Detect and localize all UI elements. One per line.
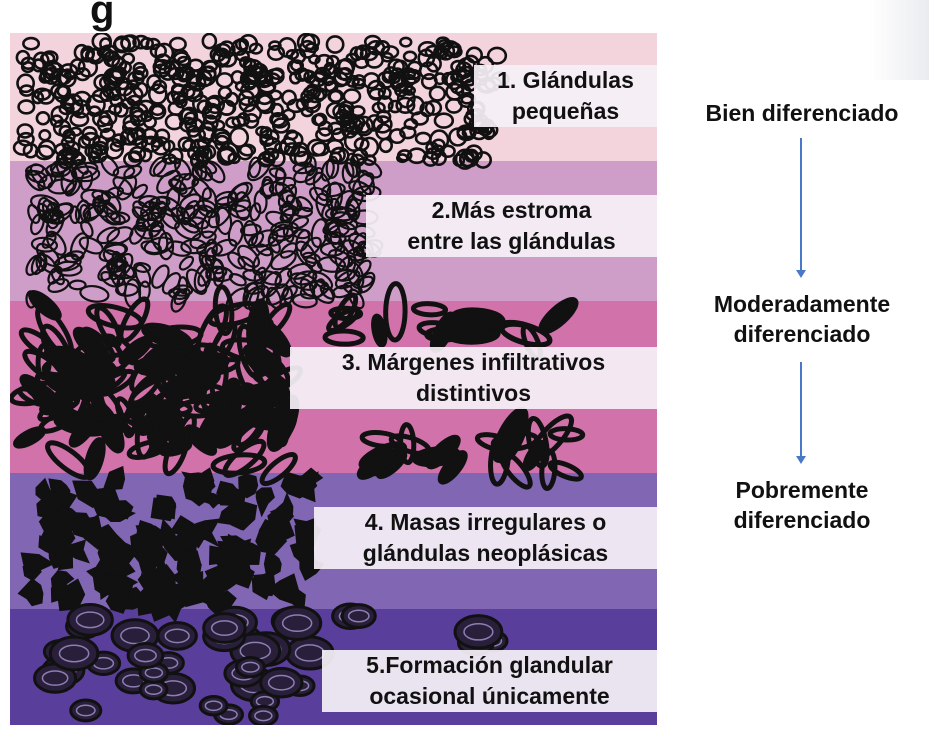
gland-shape: [19, 580, 42, 606]
gland-shape: [158, 623, 196, 650]
gland-shape: [40, 130, 50, 140]
gland-shape: [106, 186, 124, 199]
gland-shape: [204, 614, 246, 643]
gland-shape: [71, 700, 101, 721]
gland-shape: [404, 52, 416, 61]
label-5-line1: 5.Formación glandular: [322, 650, 657, 681]
gland-shape: [29, 213, 46, 236]
gland-shape: [327, 36, 343, 52]
gland-shape: [462, 96, 472, 104]
gland-shape: [269, 167, 287, 181]
grade-poor-line2: diferenciado: [684, 505, 920, 535]
label-2-line2: entre las glándulas: [366, 226, 657, 257]
label-3-line2: distintivos: [290, 378, 657, 409]
gland-shape: [455, 616, 502, 648]
label-1-line2: pequeñas: [474, 96, 657, 127]
label-5-line2: ocasional únicamente: [322, 681, 657, 712]
label-1: 1. Glándulas pequeñas: [474, 65, 657, 127]
gland-shape: [156, 496, 175, 518]
gland-shape: [23, 38, 38, 49]
grade-poor: Pobremente diferenciado: [684, 475, 920, 535]
label-2-line1: 2.Más estroma: [366, 195, 657, 226]
label-2: 2.Más estroma entre las glándulas: [366, 195, 657, 257]
gland-shape: [257, 488, 274, 514]
grade-well: Bien diferenciado: [684, 98, 920, 128]
label-3: 3. Márgenes infiltrativos distintivos: [290, 347, 657, 409]
gland-shape: [248, 157, 261, 178]
gland-shape: [83, 438, 107, 480]
gland-shape: [22, 554, 53, 572]
label-4-line2: glándulas neoplásicas: [314, 538, 657, 569]
gland-shape: [37, 112, 49, 124]
gland-shape: [68, 604, 112, 635]
label-5: 5.Formación glandular ocasional únicamen…: [322, 650, 657, 712]
grade-moderate: Moderadamente diferenciado: [684, 289, 920, 349]
gland-shape: [70, 281, 86, 290]
gland-shape: [325, 331, 363, 345]
gland-shape: [416, 133, 430, 144]
figure-title: g: [90, 0, 114, 33]
gland-shape: [452, 308, 503, 329]
arrow-2: [800, 362, 802, 458]
gland-shape: [385, 283, 405, 340]
gland-shape: [29, 253, 47, 276]
gland-shape: [13, 425, 46, 449]
gland-shape: [178, 549, 201, 579]
label-4-line1: 4. Masas irregulares o: [314, 507, 657, 538]
gland-shape: [430, 87, 445, 101]
label-3-line1: 3. Márgenes infiltrativos: [290, 347, 657, 378]
gland-shape: [117, 278, 127, 294]
gland-shape: [47, 277, 70, 295]
gland-shape: [74, 482, 98, 507]
gland-shape: [400, 38, 411, 46]
label-1-line1: 1. Glándulas: [474, 65, 657, 96]
grade-well-text: Bien diferenciado: [684, 98, 920, 128]
gland-shape: [19, 101, 34, 114]
gland-shape: [152, 106, 164, 115]
gland-shape: [342, 605, 375, 628]
gland-differentiation-illustration: 1. Glándulas pequeñas 2.Más estroma entr…: [10, 33, 657, 725]
gland-shape: [344, 90, 360, 103]
gland-shape: [435, 114, 453, 128]
gland-shape: [261, 668, 302, 697]
gland-shape: [128, 438, 168, 460]
gland-shape: [488, 48, 506, 64]
gland-shape: [200, 696, 227, 715]
gland-shape: [272, 408, 288, 445]
gland-shape: [203, 34, 216, 48]
grade-poor-line1: Pobremente: [684, 475, 920, 505]
gland-shape: [104, 467, 124, 489]
gland-shape: [18, 125, 33, 138]
gland-shape: [128, 644, 163, 668]
gland-shape: [236, 658, 264, 677]
gland-shape: [413, 303, 446, 316]
gland-shape: [228, 272, 247, 288]
label-4: 4. Masas irregulares o glándulas neoplás…: [314, 507, 657, 569]
corner-glare: [869, 0, 929, 80]
gland-shape: [50, 637, 98, 670]
gland-shape: [17, 75, 33, 92]
gland-shape: [380, 139, 392, 152]
grade-moderate-line2: diferenciado: [684, 319, 920, 349]
gland-shape: [239, 475, 257, 498]
arrow-1: [800, 138, 802, 272]
grade-moderate-line1: Moderadamente: [684, 289, 920, 319]
gland-shape: [250, 706, 278, 725]
gland-shape: [39, 537, 59, 555]
